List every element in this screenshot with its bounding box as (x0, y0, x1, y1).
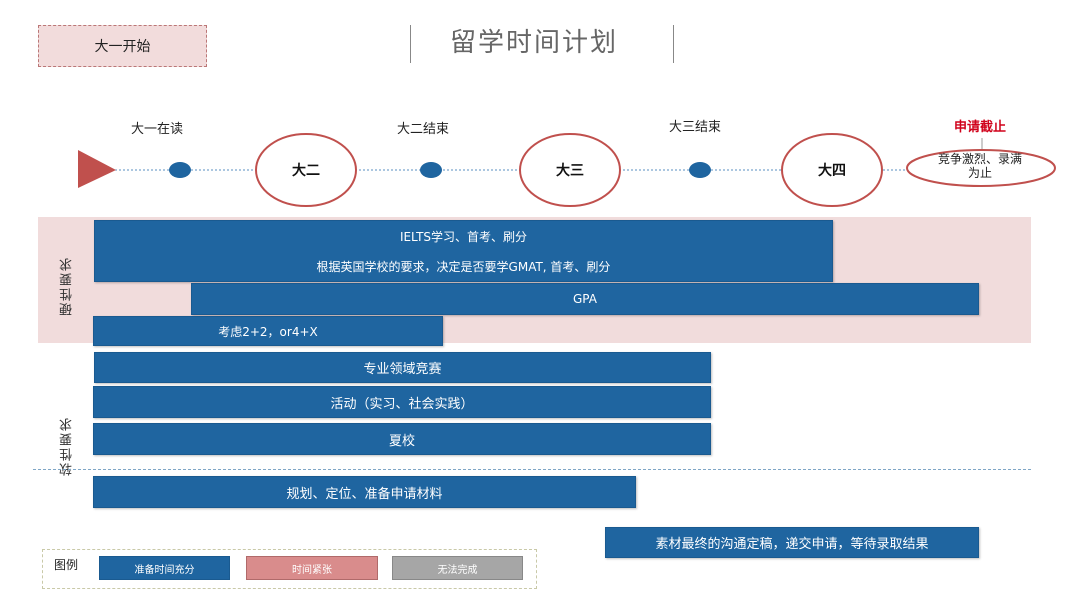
bar-ielts-gmat: IELTS学习、首考、刷分 根据英国学校的要求，决定是否要学GMAT, 首考、刷… (94, 220, 833, 282)
timeline-graphic (78, 133, 1056, 207)
legend-item-sufficient: 准备时间充分 (99, 556, 230, 580)
bar-gpa-text: GPA (573, 292, 597, 306)
section-divider (33, 469, 1031, 470)
legend-item-tight-label: 时间紧张 (292, 564, 332, 576)
page-title: 留学时间计划 (450, 28, 619, 58)
label-year2-end: 大二结束 (397, 122, 450, 137)
legend-title: 图例 (54, 558, 79, 572)
start-label: 大一开始 (94, 39, 151, 55)
legend-item-tight: 时间紧张 (246, 556, 378, 580)
start-label-box: 大一开始 (38, 25, 207, 67)
label-deadline: 申请截止 (954, 120, 1007, 135)
bar-gpa: GPA (191, 283, 979, 315)
section-label-hard: 硬性要求 (60, 256, 75, 316)
bar-planning: 规划、定位、准备申请材料 (93, 476, 636, 508)
bar-summer-text: 夏校 (388, 433, 415, 449)
stage-year4: 大四 (818, 163, 846, 179)
label-year3-end: 大三结束 (669, 120, 722, 135)
legend-item-impossible: 无法完成 (392, 556, 523, 580)
section-label-soft: 软性要求 (60, 416, 75, 476)
stage-year3: 大三 (556, 163, 584, 179)
label-year1-studying: 大一在读 (131, 122, 184, 137)
stage-ellipse-year2 (255, 133, 357, 207)
stage-ellipse-year4 (781, 133, 883, 207)
stage-final-text: 竞争激烈、录满为止 (937, 152, 1022, 180)
bar-final-text: 素材最终的沟通定稿，递交申请，等待录取结果 (655, 537, 929, 552)
bar-competition: 专业领域竞赛 (94, 352, 711, 383)
bar-2plus2-text: 考虑2+2，or4+X (218, 324, 318, 339)
timeline-dot-1 (169, 162, 191, 178)
bar-2plus2: 考虑2+2，or4+X (93, 316, 443, 346)
legend-item-sufficient-label: 准备时间充分 (134, 564, 195, 576)
bar-competition-text: 专业领域竞赛 (363, 362, 442, 377)
bar-activities-text: 活动（实习、社会实践） (330, 396, 474, 412)
bar-summer-school: 夏校 (93, 423, 711, 455)
stage-ellipse-final (906, 149, 1056, 187)
bar-final-submission: 素材最终的沟通定稿，递交申请，等待录取结果 (605, 527, 979, 558)
start-arrow-icon (78, 150, 116, 188)
bar-planning-text: 规划、定位、准备申请材料 (286, 486, 443, 502)
bar-gmat-text: 根据英国学校的要求，决定是否要学GMAT, 首考、刷分 (316, 259, 611, 274)
legend-item-impossible-label: 无法完成 (437, 564, 478, 576)
timeline-dot-3 (689, 162, 711, 178)
bar-ielts-text: IELTS学习、首考、刷分 (399, 229, 528, 244)
stage-ellipse-year3 (519, 133, 621, 207)
title-right-rule (673, 25, 674, 63)
timeline-dot-2 (420, 162, 442, 178)
bar-activities: 活动（实习、社会实践） (93, 386, 711, 418)
stage-year2: 大二 (292, 163, 320, 179)
title-left-rule (410, 25, 411, 63)
